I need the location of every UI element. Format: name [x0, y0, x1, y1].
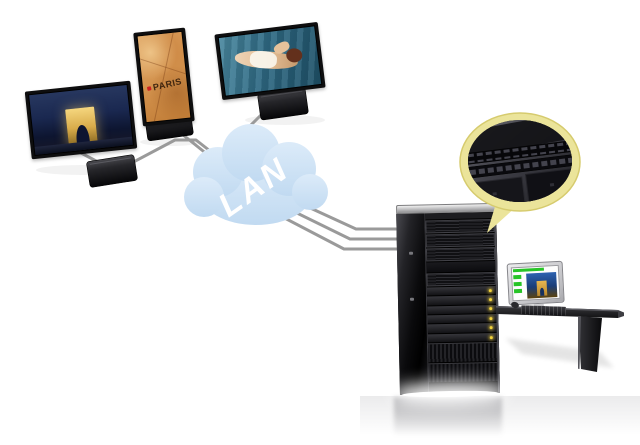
- desk-end-cap: [618, 310, 624, 318]
- rack-reflection: [394, 397, 502, 443]
- device-port-row: [468, 141, 572, 164]
- cable-receiver1-to-cloud: [124, 138, 221, 168]
- cloud-lobe: [292, 174, 328, 210]
- lan-cloud: LAN: [184, 124, 328, 225]
- receiver-box-1: [86, 154, 138, 188]
- receiver-edge-highlight: [89, 157, 132, 165]
- desk-leg-highlight: [578, 316, 581, 369]
- panel-detail: [492, 192, 497, 196]
- callout-bubble: [459, 112, 581, 233]
- panel-detail: [549, 183, 555, 187]
- cloud-shape: [184, 124, 328, 225]
- cloud-lobe: [184, 177, 224, 217]
- device-port-row: [468, 155, 572, 178]
- receiver-box-3: [257, 87, 309, 121]
- receiver-edge-highlight: [260, 90, 303, 98]
- desk-leg: [578, 316, 602, 372]
- floor-reflection: [360, 396, 640, 445]
